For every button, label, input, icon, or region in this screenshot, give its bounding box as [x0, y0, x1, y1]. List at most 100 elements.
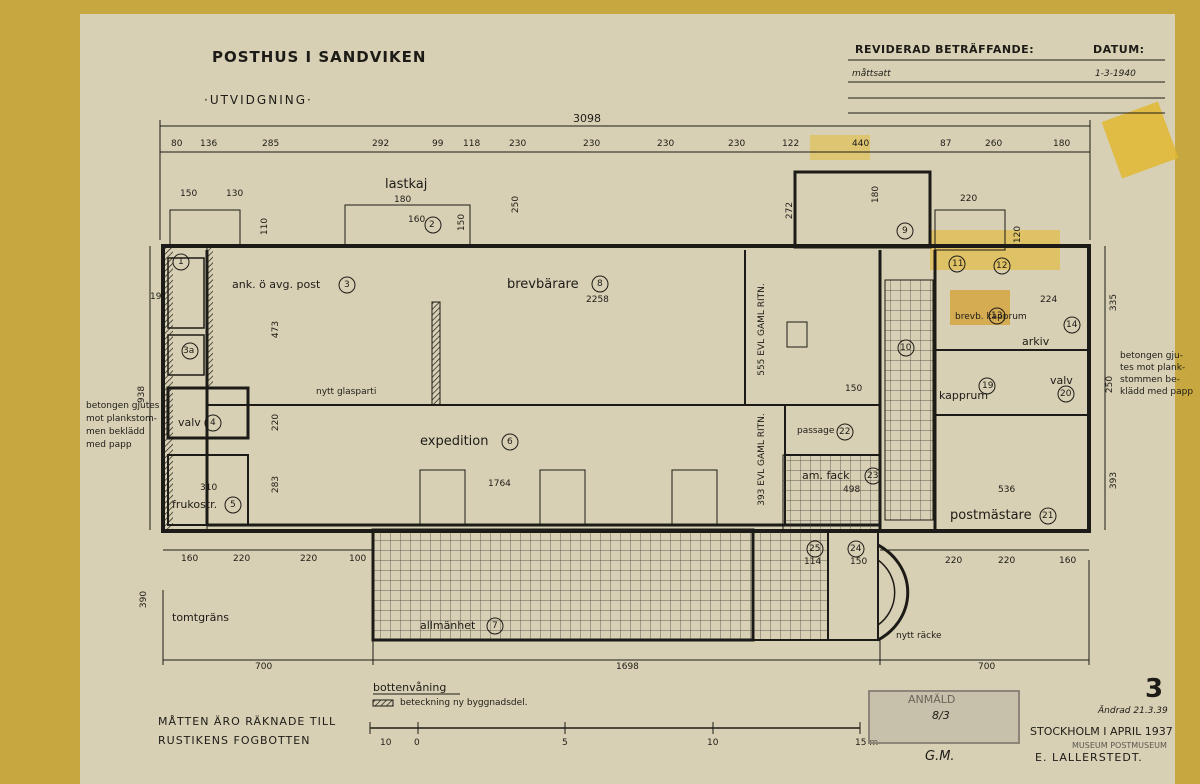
room-number-21: 21 [1042, 511, 1054, 521]
dim-top-5: 118 [463, 139, 481, 149]
room-number-20: 20 [1060, 389, 1072, 399]
room-label-19: kapprum [939, 389, 989, 402]
dim-misc-24: 150 [850, 557, 868, 567]
room-number-5: 5 [230, 500, 236, 510]
room-number-13: 13 [991, 311, 1003, 321]
room-number-12: 12 [996, 261, 1008, 271]
dim-misc-13: 473 [271, 320, 282, 339]
dim-misc-7: 272 [785, 201, 796, 220]
dim-misc-20: 555 EVL GAML RITN. [756, 283, 767, 376]
stamp-number: 8/3 [932, 709, 950, 722]
scale-tick-3: 10 [707, 738, 719, 748]
museum-stamp: MUSEUM POSTMUSEUM [1072, 741, 1167, 750]
room-label-20: valv [1050, 374, 1073, 387]
dim-misc-0: 150 [180, 189, 198, 199]
room-label-2: lastkaj [385, 177, 428, 192]
drawing-title: POSTHUS I SANDVIKEN [212, 48, 427, 66]
dim-top-7: 230 [583, 139, 601, 149]
dim-bottom-5: 220 [998, 556, 1016, 566]
left-note-3: men beklädd [86, 427, 145, 437]
dim-misc-26: 224 [1040, 295, 1058, 305]
dim-top-14: 180 [1053, 139, 1071, 149]
room-number-2: 2 [429, 220, 435, 230]
dim-bottom-total-2: 700 [978, 662, 996, 672]
revision-header: REVIDERAD BETRÄFFANDE: [855, 43, 1035, 56]
right-note-4: klädd med papp [1120, 387, 1194, 397]
dim-misc-9: 120 [1013, 225, 1024, 244]
dim-bottom-total-0: 700 [255, 662, 273, 672]
dim-bottom-0: 160 [181, 554, 199, 564]
dim-misc-6: 250 [511, 195, 522, 214]
dim-bottom-3: 100 [349, 554, 367, 564]
place-date: STOCKHOLM I APRIL 1937 [1030, 725, 1173, 738]
dim-misc-3: 180 [394, 195, 412, 205]
room-label-7: allmänhet [420, 619, 476, 632]
dim-bottom-total-1: 1698 [616, 662, 639, 672]
dim-misc-17: 310 [200, 483, 218, 493]
dim-misc-18: 1764 [488, 479, 511, 489]
room-number-3: 3 [344, 280, 350, 290]
date-header: DATUM: [1093, 43, 1145, 56]
tape-patch-3 [950, 290, 1010, 325]
scale-tick-2: 5 [562, 738, 568, 748]
dim-top-8: 230 [657, 139, 675, 149]
left-note-2: mot plankstom- [86, 414, 158, 424]
room-number-11: 11 [952, 259, 964, 269]
left-note-4: med papp [86, 440, 132, 450]
dim-misc-28: 250 [1105, 375, 1116, 394]
dim-top-1: 136 [200, 139, 218, 149]
drawing-sheet [80, 14, 1175, 784]
initials: G.M. [925, 749, 955, 764]
dim-misc-22: 498 [843, 485, 861, 495]
note-glass: nytt glasparti [316, 387, 377, 397]
dim-top-13: 260 [985, 139, 1003, 149]
floor-name: bottenvåning [373, 681, 447, 694]
room-label-6: expedition [420, 434, 489, 449]
legend-hatch-text: beteckning ny byggnadsdel. [400, 698, 528, 708]
dim-top-10: 122 [782, 139, 800, 149]
dim-misc-2: 110 [260, 217, 271, 236]
dim-misc-30: 390 [139, 590, 150, 609]
room-number-19: 19 [982, 381, 994, 391]
scale-tick-4: 15 m [855, 738, 879, 748]
dim-top-4: 99 [432, 139, 444, 149]
right-note-1: betongen gju- [1120, 351, 1183, 361]
dim-misc-29: 393 [1109, 471, 1120, 490]
sheet-number: 3 [1145, 674, 1164, 704]
room-label-22: passage [797, 426, 835, 436]
stamp-text: ANMÄLD [908, 693, 956, 706]
left-note-1: betongen gjutes [86, 401, 160, 411]
dim-misc-12: 2258 [586, 295, 609, 305]
room-label-4: valv [178, 416, 201, 429]
dim-bottom-4: 220 [945, 556, 963, 566]
room-number-1: 1 [178, 257, 184, 267]
room-number-6: 6 [507, 437, 513, 447]
dim-top-0: 80 [171, 139, 183, 149]
room-label-14: arkiv [1022, 335, 1050, 348]
room-number-3a: 3a [183, 346, 195, 356]
dim-misc-27: 335 [1109, 293, 1120, 312]
dim-misc-21: 393 EVL GAML RITN. [756, 413, 767, 506]
scale-tick-1: 0 [414, 738, 420, 748]
dim-misc-19: 150 [845, 384, 863, 394]
changed-note: Ändrad 21.3.39 [1098, 706, 1168, 716]
room-number-22: 22 [839, 427, 851, 437]
dim-bottom-1: 220 [233, 554, 251, 564]
note-property-line: tomtgräns [172, 611, 230, 624]
dim-misc-10: 220 [960, 194, 978, 204]
room-label-13: brevb. kapprum [955, 312, 1027, 322]
right-note-3: stommen be- [1120, 375, 1180, 385]
dim-bottom-2: 220 [300, 554, 318, 564]
room-number-9: 9 [902, 226, 908, 236]
tape-patch-2 [810, 135, 870, 160]
dim-misc-16: 283 [271, 475, 282, 494]
room-label-23: am. fack [802, 469, 850, 482]
revision-note: måttsatt [852, 69, 891, 79]
scale-tick-0: 10 [380, 738, 392, 748]
dim-misc-8: 180 [871, 185, 882, 204]
revision-date: 1-3-1940 [1095, 69, 1136, 79]
measure-note-1: MÅTTEN ÄRO RÄKNADE TILL [158, 715, 337, 728]
dim-total-top: 3098 [573, 112, 601, 125]
dim-top-11: 440 [852, 139, 870, 149]
